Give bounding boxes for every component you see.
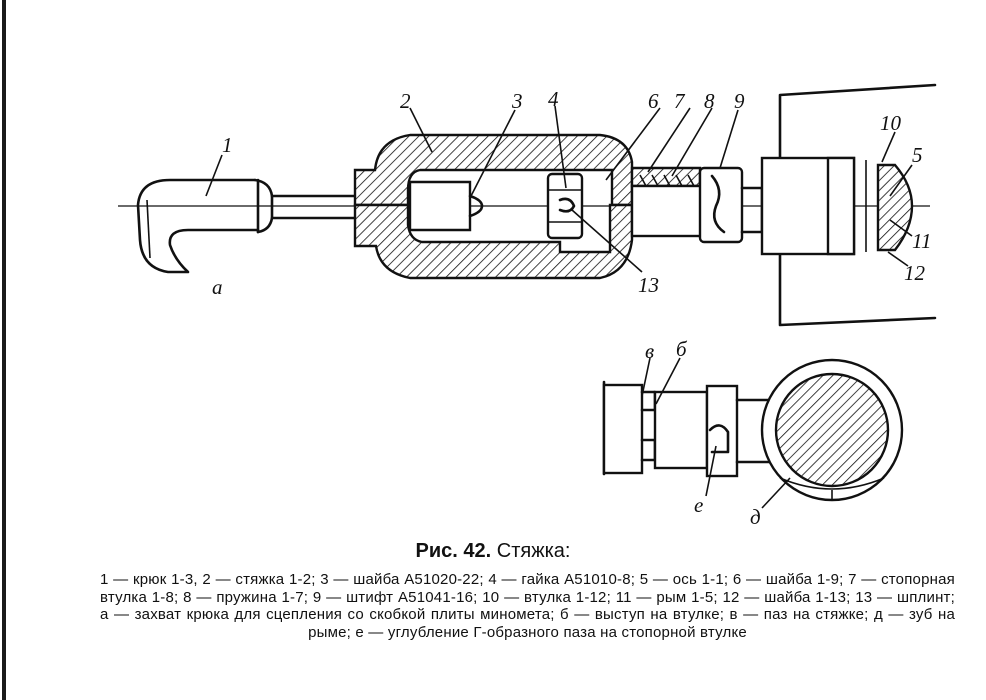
figure-caption: Рис. 42. Стяжка:	[0, 540, 986, 563]
figure-number: Рис. 42.	[415, 540, 492, 562]
detail-view	[602, 358, 904, 502]
hook-part	[136, 178, 357, 274]
detail-leaders	[641, 357, 791, 509]
callout-13: 13	[638, 273, 659, 297]
tie-rod-drawing: 1 2 3 4 6 7 8 9 10 5 11 12 13 а в б е д	[118, 83, 937, 529]
callout-12: 12	[904, 261, 926, 285]
callout-v: в	[645, 339, 654, 363]
callout-e: е	[694, 493, 703, 517]
callout-1: 1	[222, 133, 233, 157]
callout-a: а	[212, 275, 223, 299]
callout-7: 7	[674, 89, 686, 113]
figure-title: Стяжка:	[496, 540, 571, 562]
callout-9: 9	[734, 89, 745, 113]
callout-6: 6	[648, 89, 659, 113]
callout-3: 3	[511, 89, 523, 113]
figure-legend: 1 — крюк 1-3, 2 — стяжка 1-2; 3 — шайба …	[100, 571, 955, 641]
page-border	[2, 0, 6, 700]
callout-2: 2	[400, 89, 411, 113]
callout-10: 10	[880, 111, 902, 135]
callout-5: 5	[912, 143, 923, 167]
stop-bushing	[630, 166, 744, 244]
plate	[760, 83, 937, 327]
nut-part	[546, 172, 584, 240]
tie-body	[353, 133, 634, 280]
callout-b: б	[676, 337, 688, 361]
callout-11: 11	[912, 229, 931, 253]
callout-4: 4	[548, 87, 559, 111]
callout-8: 8	[704, 89, 715, 113]
shaft	[740, 186, 764, 234]
callout-d: д	[750, 505, 761, 529]
leader-lines	[205, 105, 913, 273]
